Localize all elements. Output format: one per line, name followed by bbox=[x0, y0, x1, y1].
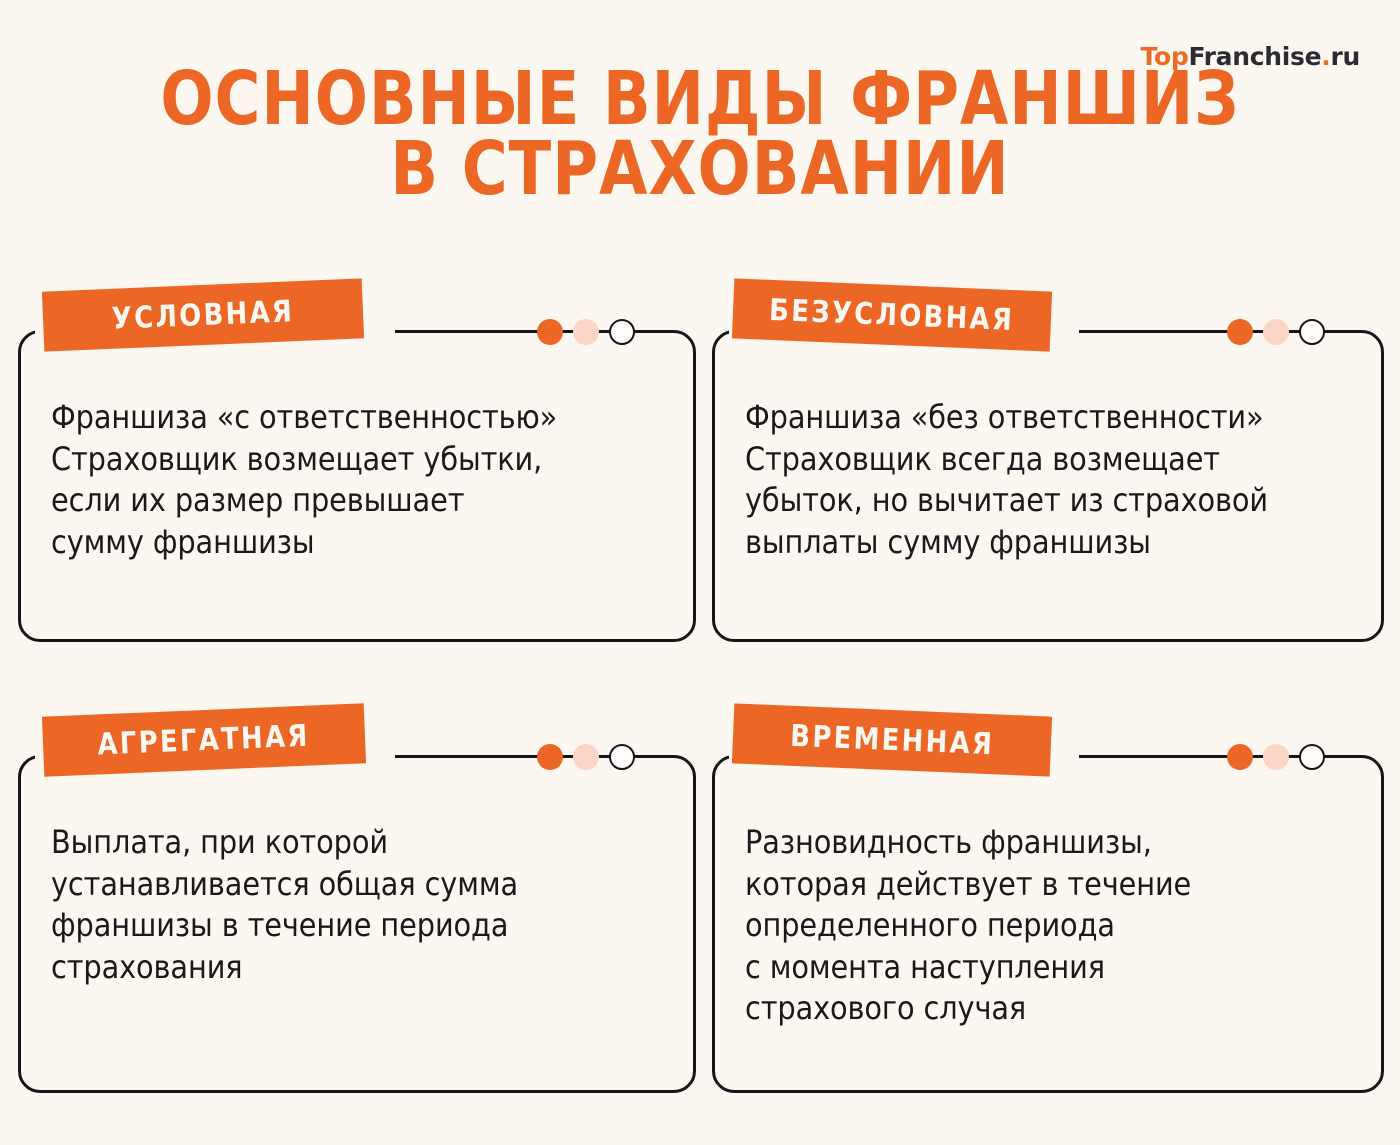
dot-pale-icon bbox=[1263, 319, 1289, 345]
dot-outline-icon bbox=[609, 744, 635, 770]
dot-outline-icon bbox=[609, 319, 635, 345]
franchise-card-aggregate: АГРЕГАТНАЯ Выплата, при которой устанавл… bbox=[18, 703, 696, 1093]
card-label-banner: БЕЗУСЛОВНАЯ bbox=[731, 278, 1053, 352]
card-body-line: определенного периода bbox=[745, 906, 1115, 945]
logo-franchise-text: Franchise bbox=[1188, 42, 1322, 71]
page-title-line-2: В СТРАХОВАНИИ bbox=[390, 126, 1010, 213]
dot-solid-icon bbox=[537, 744, 563, 770]
card-body-line: Франшиза «без ответственности» bbox=[745, 398, 1264, 436]
card-body-line: Выплата, при которой bbox=[51, 823, 388, 861]
card-label-text: ВРЕМЕННАЯ bbox=[789, 718, 995, 762]
dot-solid-icon bbox=[1227, 319, 1253, 345]
franchise-card-temporary: ВРЕМЕННАЯ Разновидность франшизы, котора… bbox=[712, 703, 1384, 1093]
franchise-card-conditional: УСЛОВНАЯ Франшиза «с ответственностью» С… bbox=[18, 278, 696, 642]
page-title: ОСНОВНЫЕ ВИДЫ ФРАНШИЗ В СТРАХОВАНИИ bbox=[42, 56, 1358, 213]
dot-outline-icon bbox=[1299, 319, 1325, 345]
franchise-card-unconditional: БЕЗУСЛОВНАЯ Франшиза «без ответственност… bbox=[712, 278, 1384, 642]
card-label-banner: УСЛОВНАЯ bbox=[41, 278, 365, 352]
card-body-line: страхования bbox=[51, 947, 243, 986]
card-body-text: Разновидность франшизы, которая действуе… bbox=[745, 822, 1359, 1030]
logo-tld-text: ru bbox=[1330, 42, 1360, 71]
dot-pale-icon bbox=[573, 744, 599, 770]
site-logo[interactable]: TopFranchise.ru bbox=[1140, 42, 1361, 71]
dot-solid-icon bbox=[537, 319, 563, 345]
card-label-text: УСЛОВНАЯ bbox=[111, 293, 295, 337]
card-body-line: которая действует в течение bbox=[745, 864, 1192, 903]
card-body-line: франшизы в течение периода bbox=[51, 906, 509, 945]
card-body-text: Выплата, при которой устанавливается общ… bbox=[51, 822, 671, 988]
card-body-line: Разновидность франшизы, bbox=[745, 823, 1152, 861]
card-body-text: Франшиза «с ответственностью» Страховщик… bbox=[51, 397, 671, 563]
card-dot-group bbox=[1227, 744, 1325, 770]
card-body-line: Страховщик возмещает убытки, bbox=[51, 439, 543, 478]
card-body-line: Франшиза «с ответственностью» bbox=[51, 398, 558, 436]
card-label-text: БЕЗУСЛОВНАЯ bbox=[768, 292, 1016, 338]
card-body-line: если их размер превышает bbox=[51, 481, 465, 520]
card-body-line: с момента наступления bbox=[745, 947, 1105, 986]
card-dot-group bbox=[537, 744, 635, 770]
page-title-line-1: ОСНОВНЫЕ ВИДЫ ФРАНШИЗ bbox=[160, 56, 1240, 142]
card-body-line: Страховщик всегда возмещает bbox=[745, 439, 1220, 478]
card-label-banner: АГРЕГАТНАЯ bbox=[41, 703, 367, 777]
card-dot-group bbox=[537, 319, 635, 345]
dot-outline-icon bbox=[1299, 744, 1325, 770]
card-label-banner: ВРЕМЕННАЯ bbox=[731, 703, 1053, 777]
card-body-line: страхового случая bbox=[745, 989, 1027, 1028]
logo-dot: . bbox=[1321, 42, 1331, 71]
dot-pale-icon bbox=[1263, 744, 1289, 770]
card-body-text: Франшиза «без ответственности» Страховщи… bbox=[745, 397, 1359, 563]
card-body-line: устанавливается общая сумма bbox=[51, 864, 519, 903]
card-body-line: убыток, но вычитает из страховой bbox=[745, 481, 1268, 520]
card-dot-group bbox=[1227, 319, 1325, 345]
logo-top-text: Top bbox=[1140, 42, 1189, 71]
card-label-text: АГРЕГАТНАЯ bbox=[97, 718, 311, 762]
dot-pale-icon bbox=[573, 319, 599, 345]
card-body-line: сумму франшизы bbox=[51, 522, 315, 561]
card-body-line: выплаты сумму франшизы bbox=[745, 522, 1151, 561]
dot-solid-icon bbox=[1227, 744, 1253, 770]
